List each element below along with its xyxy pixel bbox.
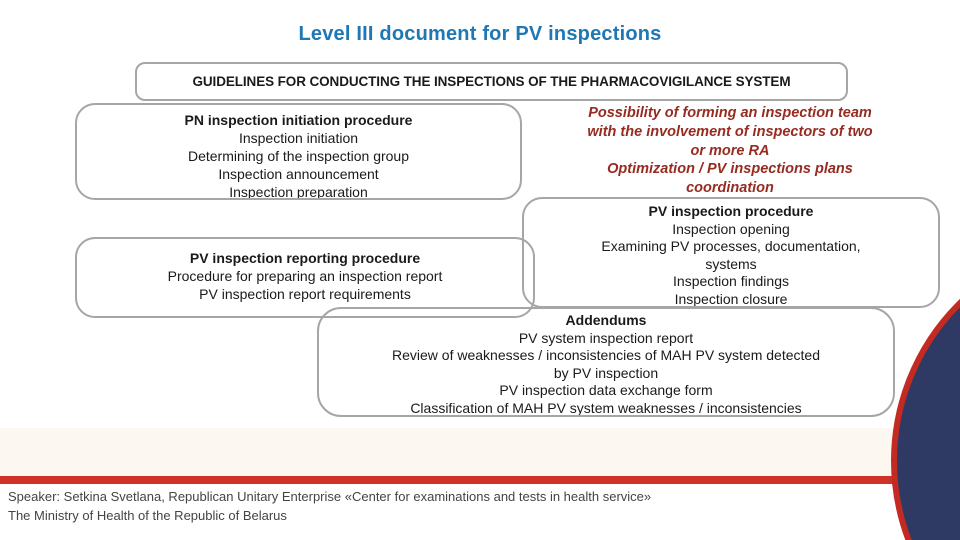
box-line: Classification of MAH PV system weakness… — [410, 399, 802, 416]
guidelines-banner-text: GUIDELINES FOR CONDUCTING THE INSPECTION… — [192, 74, 791, 89]
note-line: with the involvement of inspectors of tw… — [587, 123, 873, 140]
guidelines-banner: GUIDELINES FOR CONDUCTING THE INSPECTION… — [135, 62, 848, 101]
note-line: Possibility of forming an inspection tea… — [588, 105, 872, 121]
slide-title: Level III document for PV inspections — [298, 23, 662, 45]
speaker-line: Speaker: Setkina Svetlana, Republican Un… — [8, 489, 652, 504]
box-line: Inspection closure — [674, 290, 788, 307]
box-pv-inspection-reporting: PV inspection reporting procedure Proced… — [75, 237, 535, 318]
box-line: systems — [705, 255, 757, 272]
box-line: Inspection opening — [672, 220, 790, 237]
box-line: Inspection preparation — [229, 184, 368, 200]
inspection-team-note: Possibility of forming an inspection tea… — [530, 104, 930, 198]
box-pn-inspection-initiation: PN inspection initiation procedure Inspe… — [75, 103, 522, 200]
note-line: Optimization / PV inspections plans — [607, 161, 853, 178]
note-line: coordination — [686, 180, 774, 197]
box-line: PV inspection report requirements — [199, 286, 411, 302]
footer-band — [0, 428, 960, 476]
box-title: Addendums — [565, 312, 647, 328]
box-line: Inspection findings — [673, 273, 789, 289]
box-title: PV inspection procedure — [648, 203, 814, 219]
box-line: PV inspection data exchange form — [499, 382, 713, 398]
affiliation-line: The Ministry of Health of the Republic o… — [8, 508, 287, 523]
box-line: Examining PV processes, documentation, — [601, 238, 861, 254]
box-addendums: Addendums PV system inspection report Re… — [317, 307, 895, 417]
footer-text: Speaker: Setkina Svetlana, Republican Un… — [8, 487, 888, 525]
box-line: Procedure for preparing an inspection re… — [167, 268, 443, 284]
box-pv-inspection-procedure: PV inspection procedure Inspection openi… — [522, 197, 940, 308]
box-line: Inspection initiation — [238, 130, 359, 146]
box-line: Determining of the inspection group — [187, 148, 410, 164]
note-line: or more RA — [690, 142, 770, 159]
box-line: by PV inspection — [553, 364, 659, 381]
box-title: PN inspection initiation procedure — [184, 112, 413, 128]
divider-bar — [0, 476, 960, 484]
box-line: Inspection announcement — [218, 166, 379, 182]
box-line: Review of weaknesses / inconsistencies o… — [392, 347, 820, 363]
box-title: PV inspection reporting procedure — [189, 250, 421, 266]
box-line: PV system inspection report — [518, 329, 694, 346]
